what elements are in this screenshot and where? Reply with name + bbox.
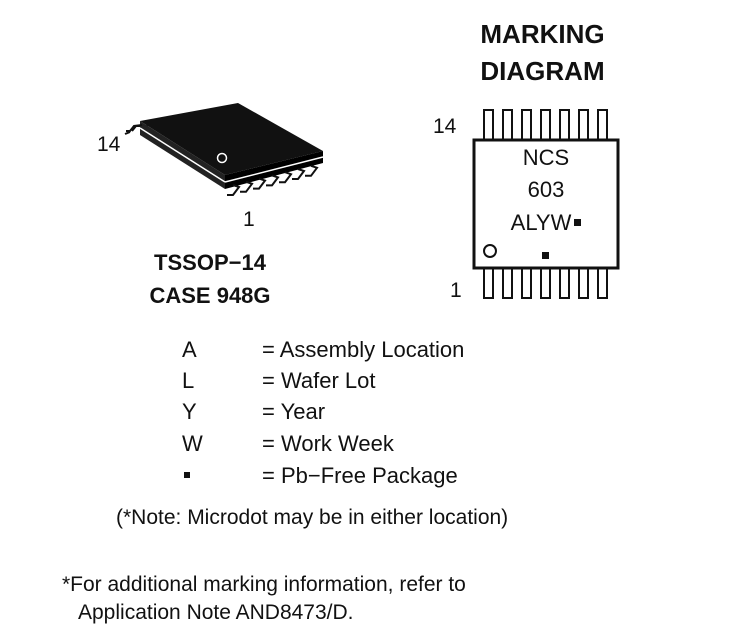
- marking-line-alyw-text: ALYW: [510, 210, 572, 235]
- legend-row: = Pb−Free Package: [182, 463, 458, 493]
- bottom-pin: [483, 267, 494, 299]
- top-pin: [521, 109, 532, 141]
- marking-pin-1-label: 1: [450, 279, 462, 302]
- marking-line-ncs: NCS: [522, 145, 570, 170]
- marking-diagram-title: MARKING DIAGRAM: [455, 16, 630, 90]
- bottom-pin: [502, 267, 513, 299]
- legend-row: Y = Year: [182, 399, 325, 429]
- legend-description: = Year: [262, 399, 326, 424]
- top-pin: [559, 109, 570, 141]
- pb-free-square-icon: [184, 472, 190, 479]
- top-pin: [540, 109, 551, 141]
- marking-pin-14-label: 14: [433, 115, 457, 138]
- bottom-pin: [521, 267, 532, 299]
- footnote: *For additional marking information, ref…: [62, 571, 466, 627]
- package-pin-14-label: 14: [97, 133, 121, 156]
- marking-line-alyw: ALYW: [474, 210, 618, 236]
- bottom-pin: [559, 267, 570, 299]
- legend-key: L: [182, 368, 195, 393]
- footnote-line-1: *For additional marking information, ref…: [62, 573, 466, 596]
- package-lead: [227, 184, 241, 196]
- legend-row: A = Assembly Location: [182, 337, 464, 367]
- package-lead: [305, 164, 319, 177]
- legend-key: Y: [182, 399, 197, 424]
- package-pin-1-label: 1: [243, 208, 255, 231]
- top-pin: [502, 109, 513, 141]
- marking-chip-outline: [472, 109, 620, 299]
- microdot-note: (*Note: Microdot may be in either locati…: [116, 506, 509, 529]
- bottom-pin: [578, 267, 589, 299]
- package-lead: [292, 168, 306, 180]
- top-pin: [483, 109, 494, 141]
- marking-title-line-1: MARKING: [480, 19, 605, 49]
- package-case: CASE 948G: [149, 283, 271, 308]
- bottom-pin: [597, 267, 608, 299]
- legend-key: [182, 463, 262, 489]
- pin1-marker-circle: [483, 244, 497, 258]
- microdot-square: [542, 252, 549, 259]
- bottom-pin: [540, 267, 551, 299]
- package-name: TSSOP−14: [154, 250, 266, 275]
- legend-key: A: [182, 337, 197, 362]
- package-lead: [279, 171, 293, 184]
- marking-title-line-2: DIAGRAM: [480, 56, 605, 86]
- package-lead: [240, 180, 254, 193]
- legend-description: = Pb−Free Package: [262, 463, 458, 488]
- legend-row: W = Work Week: [182, 431, 394, 461]
- top-pin: [597, 109, 608, 141]
- package-lead: [266, 174, 280, 187]
- top-pin: [578, 109, 589, 141]
- legend-description: = Wafer Lot: [262, 368, 376, 393]
- legend-description: = Assembly Location: [262, 337, 465, 362]
- legend-description: = Work Week: [262, 431, 394, 456]
- tssop-package-illustration: [124, 103, 324, 196]
- package-lead: [253, 177, 267, 190]
- legend-row: L = Wafer Lot: [182, 368, 376, 398]
- legend-key: W: [182, 431, 203, 456]
- microdot-square-inline: [574, 218, 582, 226]
- marking-line-603: 603: [527, 177, 565, 202]
- footnote-line-2: Application Note AND8473/D.: [78, 601, 354, 624]
